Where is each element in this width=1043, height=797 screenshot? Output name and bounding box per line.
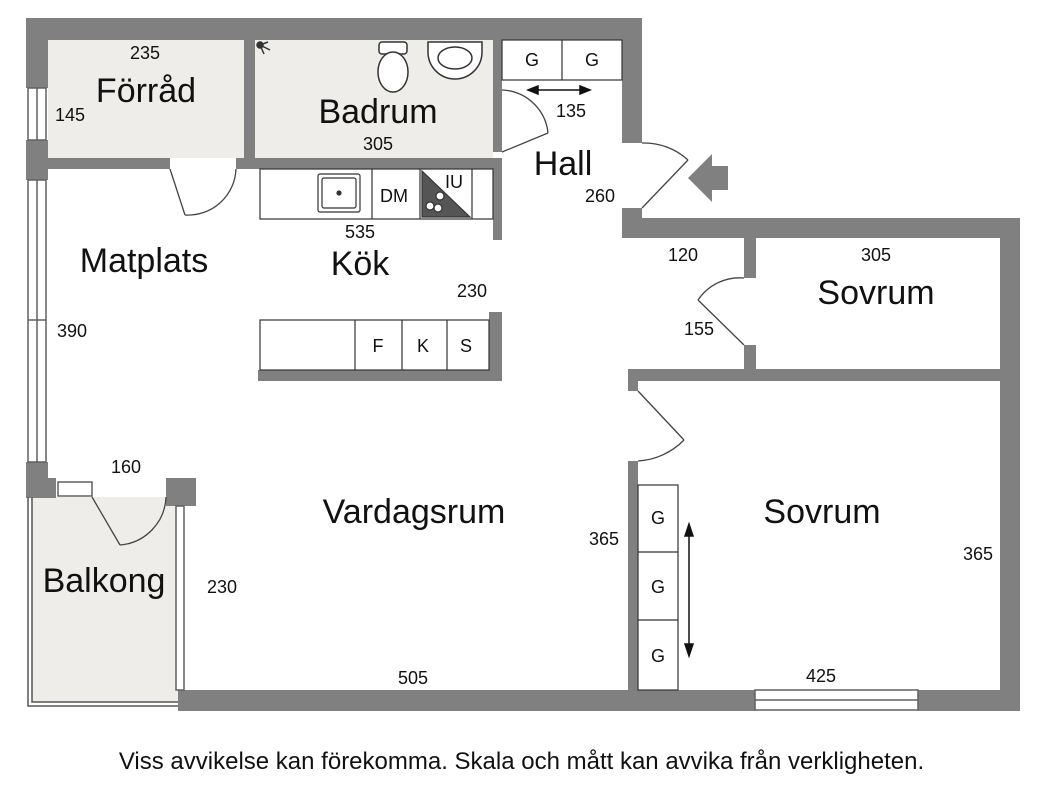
room-label-kok: Kök bbox=[331, 245, 391, 283]
wall-left-upper bbox=[26, 18, 48, 88]
dim-forrad-depth: 145 bbox=[55, 105, 85, 125]
door-badrum bbox=[501, 132, 549, 153]
wall-large-bedroom-left bbox=[628, 461, 638, 701]
dim-hall-passage: 120 bbox=[668, 245, 698, 265]
disclaimer: Viss avvikelse kan förekomma. Skala och … bbox=[118, 748, 925, 775]
wall-top bbox=[26, 18, 642, 40]
wall-kitchen-island-end bbox=[489, 312, 502, 381]
floor-plan: Förråd Badrum Hall Matplats Kök Sovrum S… bbox=[26, 18, 1020, 711]
wash-basin-icon bbox=[427, 41, 483, 80]
label-fridge: F bbox=[373, 336, 384, 356]
dim-sovrum-small-depth: 155 bbox=[684, 319, 714, 339]
room-label-matplats: Matplats bbox=[80, 242, 209, 280]
room-label-sovrum-small: Sovrum bbox=[817, 274, 934, 312]
balkong-floor bbox=[32, 497, 178, 702]
dimension-labels: 235 145 305 135 260 535 230 390 120 305 … bbox=[55, 43, 993, 688]
label-bedroom-wardrobe-2: G bbox=[651, 577, 665, 597]
label-hall-wardrobe-2: G bbox=[585, 50, 599, 70]
window-balkong-door bbox=[175, 505, 185, 691]
dim-matplats-depth: 390 bbox=[57, 321, 87, 341]
kitchen-counter bbox=[259, 168, 494, 220]
room-label-hall: Hall bbox=[534, 145, 593, 183]
label-bedroom-wardrobe-1: G bbox=[651, 508, 665, 528]
wall-forrad-bottom-left bbox=[48, 158, 170, 169]
wall-kitchen-end bbox=[493, 158, 502, 240]
entrance-arrow-icon bbox=[688, 154, 728, 202]
door-sovrum-small bbox=[697, 299, 745, 346]
wall-kitchen-island-bottom bbox=[258, 370, 502, 381]
dim-badrum-width: 305 bbox=[363, 134, 393, 154]
wall-bottom-left bbox=[178, 690, 755, 711]
label-bedroom-wardrobe-3: G bbox=[651, 646, 665, 666]
dim-hall-depth: 260 bbox=[585, 186, 615, 206]
window-balkong-top bbox=[57, 481, 93, 497]
wall-bottom-right bbox=[918, 690, 1020, 711]
fixture-labels: G G DM IU F K S G G G bbox=[373, 50, 666, 666]
walls bbox=[26, 18, 1020, 711]
wall-right bbox=[1000, 218, 1020, 711]
wall-bedroom-top bbox=[622, 218, 1020, 238]
room-label-badrum: Badrum bbox=[318, 93, 437, 131]
wall-balkong-corner bbox=[166, 478, 196, 506]
dim-balkong-depth: 230 bbox=[207, 577, 237, 597]
door-entrance bbox=[641, 159, 689, 209]
shower-head-icon bbox=[256, 41, 271, 55]
door-forrad bbox=[169, 168, 186, 216]
toilet-icon bbox=[377, 41, 409, 93]
wall-forrad-badrum-bottom bbox=[236, 158, 502, 169]
bedroom-wardrobe-arrow bbox=[683, 521, 695, 659]
label-storage: S bbox=[460, 336, 472, 356]
room-label-vardagsrum: Vardagsrum bbox=[323, 493, 506, 531]
room-label-forrad: Förråd bbox=[96, 72, 196, 110]
bedroom-wardrobes bbox=[637, 484, 679, 691]
stove-icon bbox=[421, 169, 472, 218]
wall-hall-right-upper bbox=[622, 18, 642, 143]
bathroom-fixtures bbox=[256, 41, 483, 93]
dim-wardrobe-width: 135 bbox=[556, 101, 586, 121]
room-labels: Förråd Badrum Hall Matplats Kök Sovrum S… bbox=[43, 72, 935, 600]
windows bbox=[27, 87, 919, 711]
kitchen-sink-icon bbox=[317, 173, 361, 213]
room-label-balkong: Balkong bbox=[43, 562, 166, 600]
label-dishwasher: DM bbox=[380, 186, 408, 206]
doors bbox=[91, 89, 745, 546]
dim-kok-depth: 230 bbox=[457, 281, 487, 301]
wall-small-bedroom-left-upper bbox=[744, 238, 756, 278]
dim-vardagsrum-width: 505 bbox=[398, 668, 428, 688]
dim-vardagsrum-depth: 365 bbox=[589, 529, 619, 549]
label-cooler: K bbox=[417, 336, 429, 356]
wall-forrad-badrum bbox=[244, 40, 255, 158]
door-balkong bbox=[91, 496, 121, 546]
dim-sovrum-small-width: 305 bbox=[861, 245, 891, 265]
dim-balkong-width: 160 bbox=[111, 457, 141, 477]
dim-forrad-width: 235 bbox=[130, 43, 160, 63]
balkong-railing bbox=[27, 497, 178, 707]
label-hall-wardrobe-1: G bbox=[525, 50, 539, 70]
kitchen-island bbox=[259, 319, 490, 371]
room-label-sovrum-large: Sovrum bbox=[763, 493, 880, 531]
forrad-floor bbox=[48, 40, 244, 158]
wall-large-bedroom-left-top bbox=[628, 369, 638, 391]
wardrobe-width-arrow bbox=[525, 84, 593, 96]
dim-sovrum-large-width: 425 bbox=[806, 666, 836, 686]
label-induction: IU bbox=[445, 172, 463, 192]
wall-badrum-hall bbox=[493, 40, 502, 152]
wall-balkong-left-corner bbox=[26, 478, 56, 498]
dim-kok-length: 535 bbox=[345, 222, 375, 242]
wall-left-mid bbox=[26, 140, 48, 180]
wall-bedrooms-divider bbox=[628, 369, 1020, 381]
dim-sovrum-large-depth: 365 bbox=[963, 544, 993, 564]
door-sovrum-large bbox=[637, 390, 685, 441]
hall-wardrobes bbox=[501, 39, 623, 81]
wall-balkong-bottom bbox=[178, 690, 196, 711]
